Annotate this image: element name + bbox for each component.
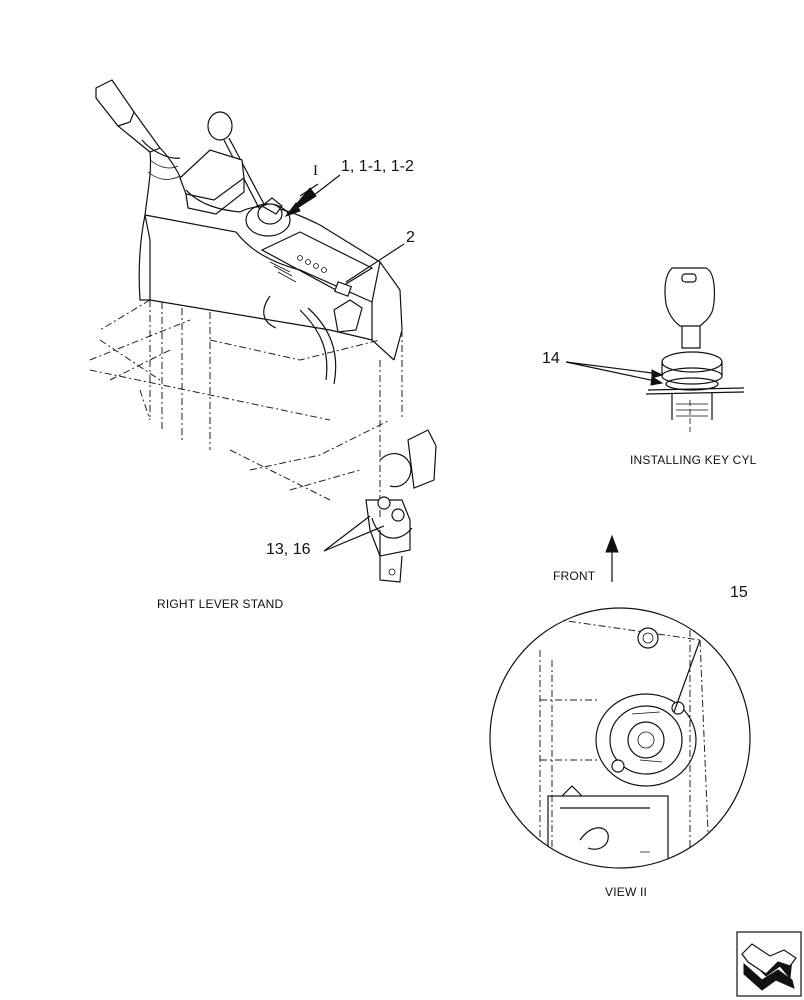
view-ii-detail [489, 607, 751, 869]
console-body [138, 189, 403, 385]
caption-installing-key-cyl: INSTALLING KEY CYL [630, 453, 757, 467]
caption-view-ii: VIEW II [605, 885, 648, 899]
caption-front: FRONT [553, 569, 596, 583]
frame-lines [89, 299, 403, 520]
caption-right-lever-stand: RIGHT LEVER STAND [157, 597, 284, 611]
page-turn-arrow-icon[interactable] [736, 931, 802, 997]
front-arrow [605, 534, 619, 582]
callout-13-16: 13, 16 [266, 541, 311, 558]
lower-bracket [365, 429, 437, 583]
leader-lines [284, 174, 405, 552]
secondary-lever [207, 111, 267, 211]
joystick-handle [95, 79, 187, 216]
callout-14: 14 [542, 350, 560, 367]
view-marker-label: I [313, 163, 318, 179]
callout-2: 2 [406, 229, 415, 246]
callout-15: 15 [730, 584, 748, 601]
key-cylinder-drawing [565, 267, 745, 432]
callout-1: 1, 1-1, 1-2 [341, 158, 414, 175]
armrest [179, 149, 245, 215]
